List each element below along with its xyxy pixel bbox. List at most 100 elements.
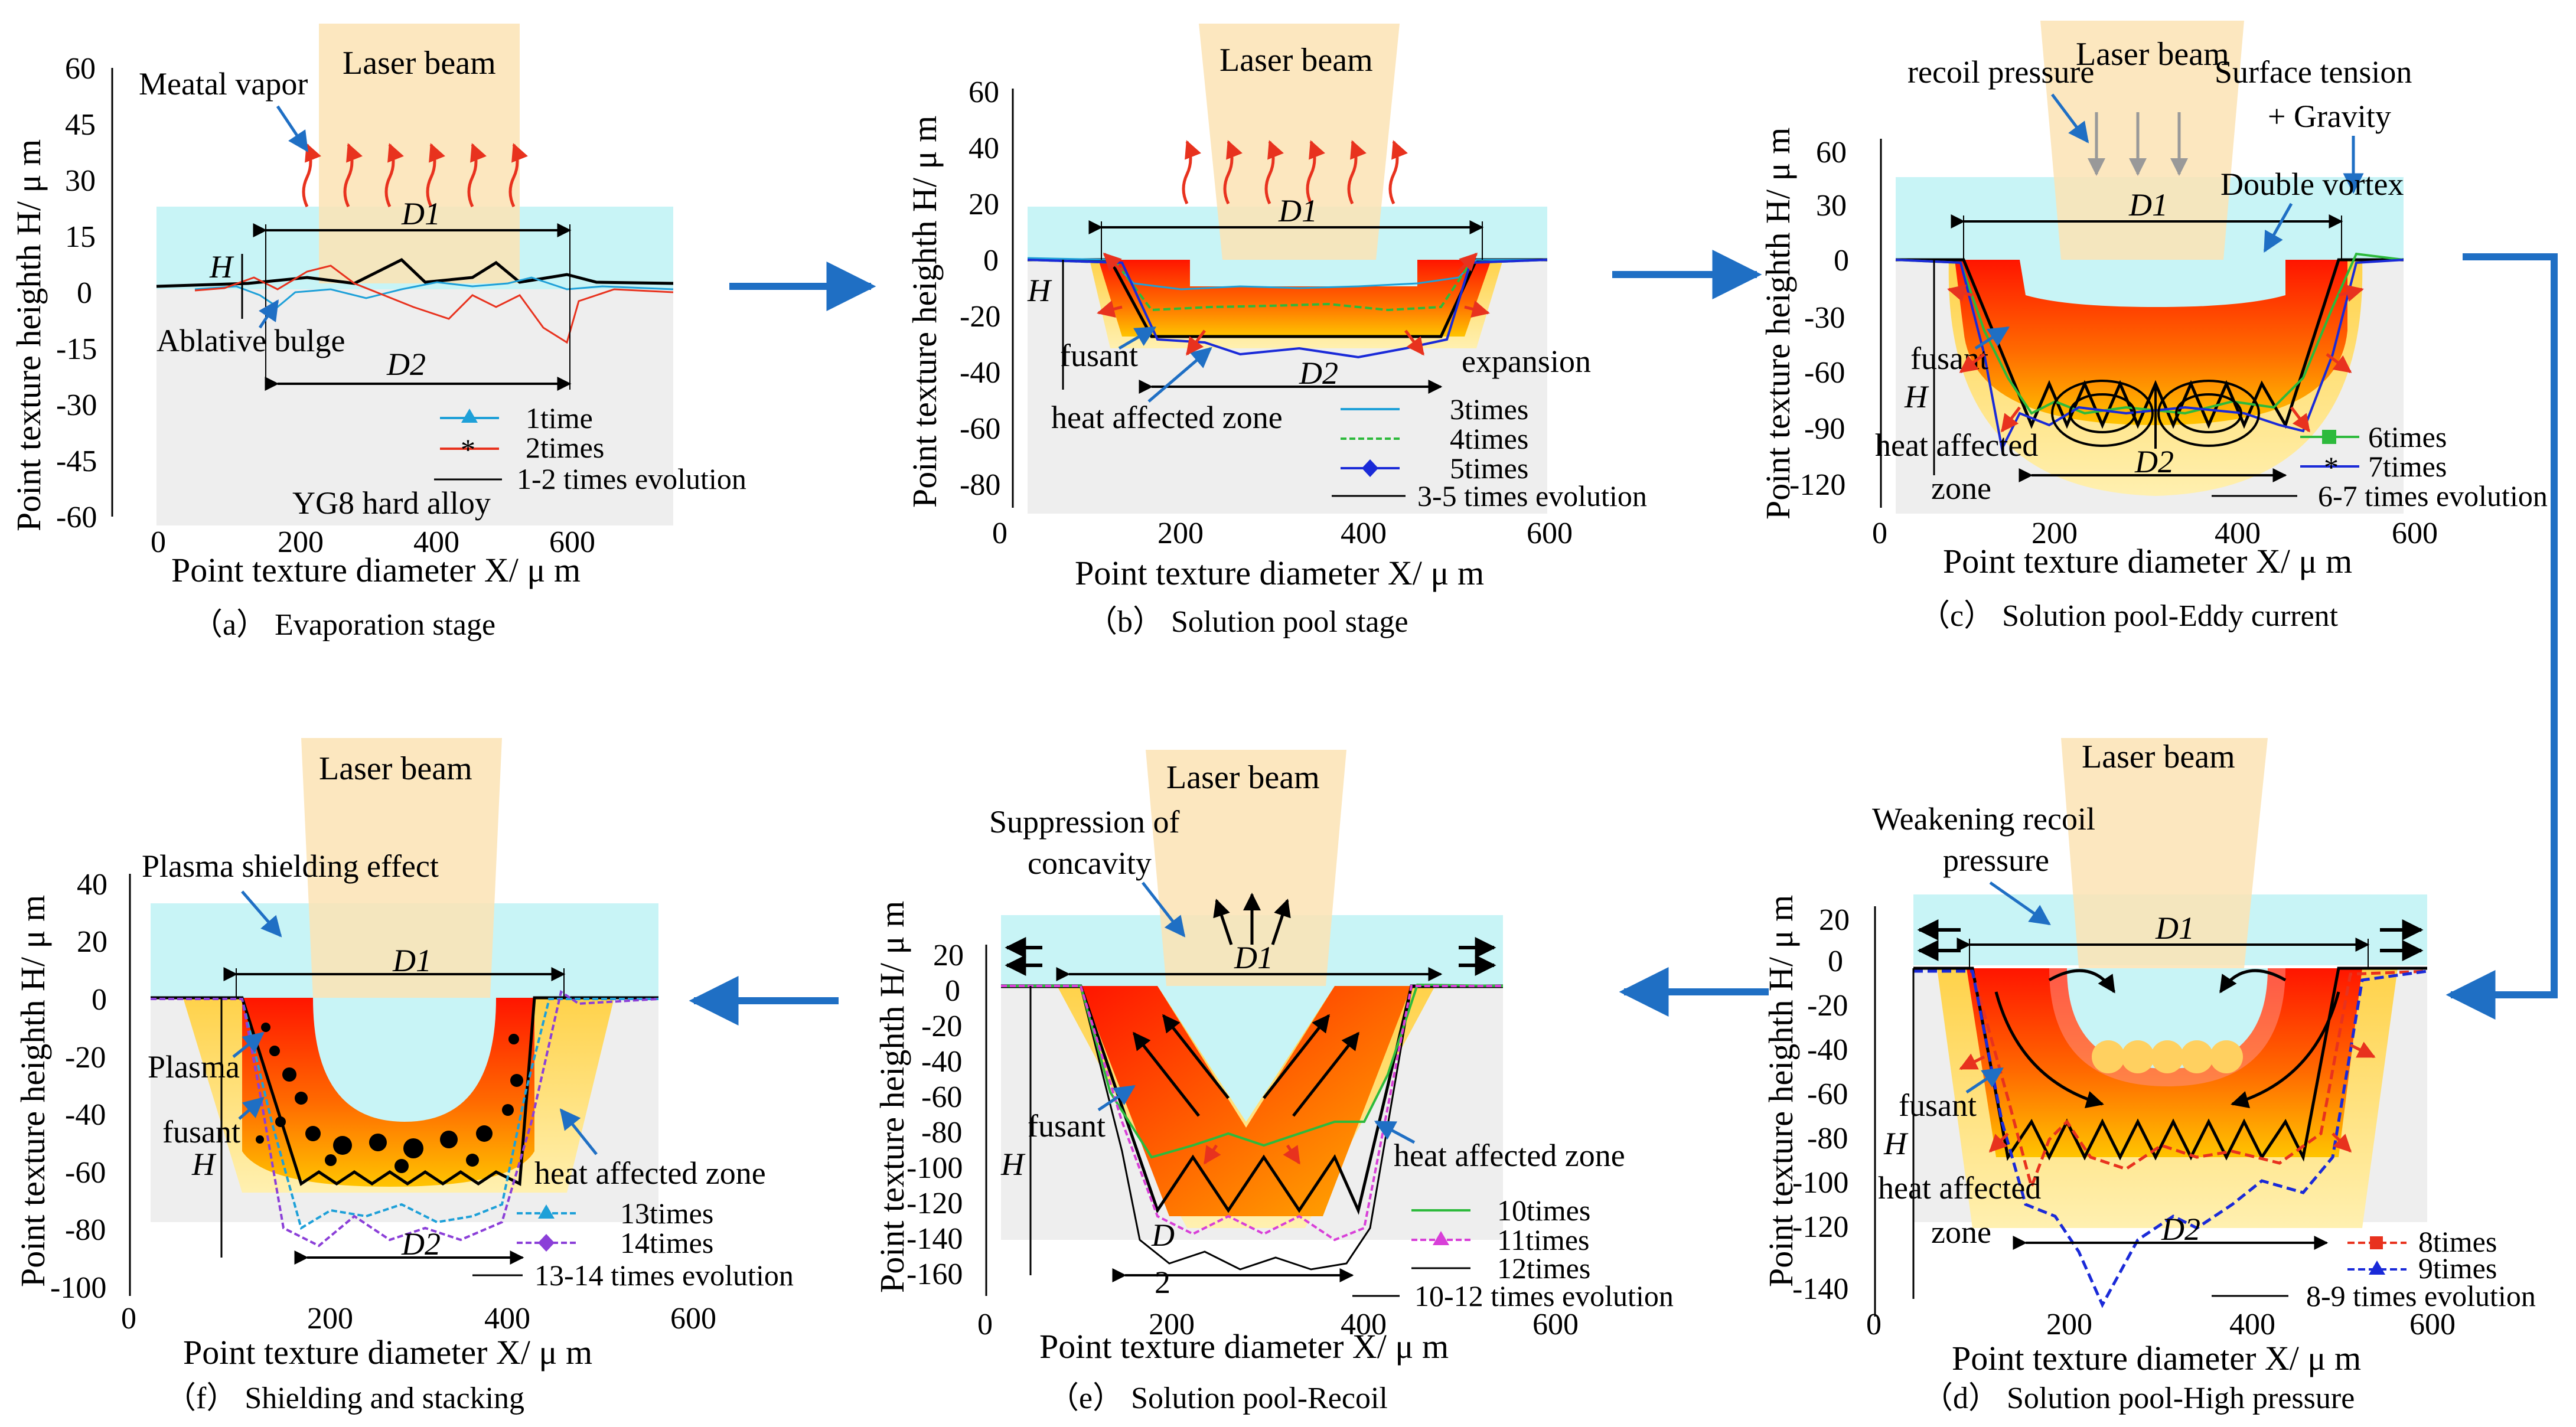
x-axis-label: Point texture diameter X/ μ m [1075, 554, 1484, 592]
svg-text:400: 400 [1341, 1308, 1387, 1341]
x-axis-label: Point texture diameter X/ μ m [1039, 1327, 1449, 1366]
x-ticks: 0 200 400 600 [977, 1308, 1579, 1341]
profile-evolution [151, 996, 658, 1186]
annotation-vapor: Meatal vapor [139, 66, 308, 102]
label-D2a: D [1151, 1217, 1175, 1253]
svg-text:7times: 7times [2368, 450, 2447, 483]
y-axis-label: Point texture heighth H/ μ m [905, 116, 944, 508]
svg-text:20: 20 [933, 939, 964, 972]
svg-text:60: 60 [65, 52, 96, 86]
beam-label: Laser beam [343, 45, 496, 81]
svg-text:-40: -40 [960, 356, 1000, 390]
laser-beam [2061, 738, 2268, 968]
caption-d: （d） Solution pool-High pressure [1922, 1382, 2355, 1415]
x-axis-label: Point texture diameter X/ μ m [171, 551, 581, 589]
legend-b: 3times 4times 5times 3-5 times evolution [1332, 393, 1647, 512]
svg-text:40: 40 [969, 132, 999, 165]
svg-text:-60: -60 [960, 412, 1000, 446]
svg-text:-140: -140 [1792, 1272, 1848, 1306]
annotation-double-vortex: Double vortex [2220, 166, 2404, 202]
panel-e: Laser beam D1 D 2 [873, 750, 1674, 1415]
svg-text:8-9 times evolution: 8-9 times evolution [2306, 1279, 2536, 1312]
label-D2: D2 [2134, 444, 2174, 479]
x-ticks: 0 200 400 600 [151, 525, 595, 559]
y-ticks: 40 20 0 -20 -40 -60 -80 -100 [50, 868, 107, 1305]
svg-text:-40: -40 [1807, 1033, 1848, 1067]
profile-evolution [1913, 966, 2427, 1162]
label-D1: D1 [2128, 187, 2168, 223]
y-axis-label: Point texture heighth H/ μ m [873, 901, 911, 1293]
svg-text:5times: 5times [1450, 452, 1528, 485]
x-ticks: 0 200 400 600 [121, 1302, 716, 1335]
legend-item: 1-2 times evolution [517, 462, 746, 495]
svg-text:-40: -40 [65, 1098, 106, 1132]
label-H: H [1904, 379, 1929, 414]
label-D1: D1 [392, 943, 432, 978]
svg-text:*: * [461, 433, 475, 466]
x-axis-label: Point texture diameter X/ μ m [1952, 1339, 2361, 1377]
svg-text:0: 0 [121, 1302, 136, 1335]
y-axis-label: Point texture heighth H/ μ m [1762, 895, 1800, 1287]
svg-text:-100: -100 [907, 1151, 963, 1185]
svg-text:0: 0 [945, 974, 960, 1008]
label-H: H [191, 1147, 217, 1182]
svg-text:200: 200 [2046, 1308, 2092, 1341]
legend-item: 1time [526, 401, 593, 435]
y-ticks: 60 30 0 -30 -60 -90 -120 [1789, 136, 1849, 502]
svg-text:-140: -140 [907, 1222, 963, 1256]
svg-text:-60: -60 [65, 1156, 106, 1190]
legend-d: 8times 9times 8-9 times evolution [2212, 1225, 2536, 1312]
svg-text:40: 40 [77, 868, 107, 902]
legend-f: 13times 14times 13-14 times evolution [472, 1197, 794, 1292]
x-axis-label: Point texture diameter X/ μ m [1943, 542, 2352, 580]
annotation-expansion: expansion [1462, 344, 1591, 379]
svg-text:0: 0 [1872, 517, 1887, 550]
svg-text:4times: 4times [1450, 422, 1528, 455]
svg-text:0: 0 [92, 983, 107, 1017]
annotation-zone: zone [1931, 1214, 1991, 1250]
legend-e: 10times 11times 12times 10-12 times evol… [1352, 1194, 1674, 1312]
svg-text:-80: -80 [921, 1116, 962, 1150]
double-vortex [2051, 380, 2260, 449]
annotation-weakening: Weakening recoil [1872, 801, 2095, 837]
svg-text:12times: 12times [1497, 1252, 1590, 1285]
caption-a: （a） Evaporation stage [192, 608, 495, 642]
svg-text:-20: -20 [960, 300, 1000, 334]
svg-text:6-7 times evolution: 6-7 times evolution [2318, 479, 2548, 512]
svg-text:14times: 14times [620, 1226, 713, 1259]
svg-text:600: 600 [2392, 517, 2438, 550]
label-H: H [1027, 273, 1052, 308]
svg-text:0: 0 [992, 517, 1007, 550]
svg-text:11times: 11times [1497, 1223, 1589, 1256]
label-D2: D2 [401, 1226, 441, 1262]
x-ticks: 0 200 400 600 [1866, 1308, 2456, 1341]
beam-label: Laser beam [319, 750, 472, 787]
panel-d: Laser beam D1 D2 H Weakening re [1762, 738, 2536, 1415]
y-ticks: 60 45 30 15 0 -15 -30 -45 -60 [56, 52, 97, 534]
label-D2b: 2 [1155, 1265, 1170, 1300]
svg-text:3times: 3times [1450, 393, 1528, 426]
svg-text:15: 15 [65, 220, 96, 254]
annotation-haz: heat affected zone [534, 1155, 766, 1191]
label-D1: D1 [1234, 940, 1273, 975]
svg-text:600: 600 [670, 1302, 716, 1335]
svg-text:400: 400 [2215, 517, 2261, 550]
y-ticks: 20 0 -20 -40 -60 -80 -100 -120 -140 -160 [907, 939, 964, 1291]
label-H: H [209, 249, 234, 285]
svg-text:0: 0 [977, 1308, 993, 1341]
annotation-concavity: concavity [1028, 845, 1152, 881]
svg-text:60: 60 [969, 76, 999, 109]
svg-text:400: 400 [1341, 517, 1387, 550]
svg-text:30: 30 [65, 164, 96, 198]
annotation-plasma: Plasma [148, 1049, 240, 1085]
vapor-arrows [302, 143, 528, 208]
label-D1: D1 [2155, 910, 2195, 946]
svg-text:-120: -120 [907, 1187, 963, 1220]
annotation-recoil: recoil pressure [1907, 54, 2094, 90]
svg-text:-60: -60 [56, 501, 97, 534]
annotation-bulge: Ablative bulge [156, 323, 345, 358]
x-ticks: 0 200 400 600 [1872, 517, 2438, 550]
svg-text:-120: -120 [1789, 468, 1845, 502]
annotation-zone: zone [1931, 471, 1991, 506]
